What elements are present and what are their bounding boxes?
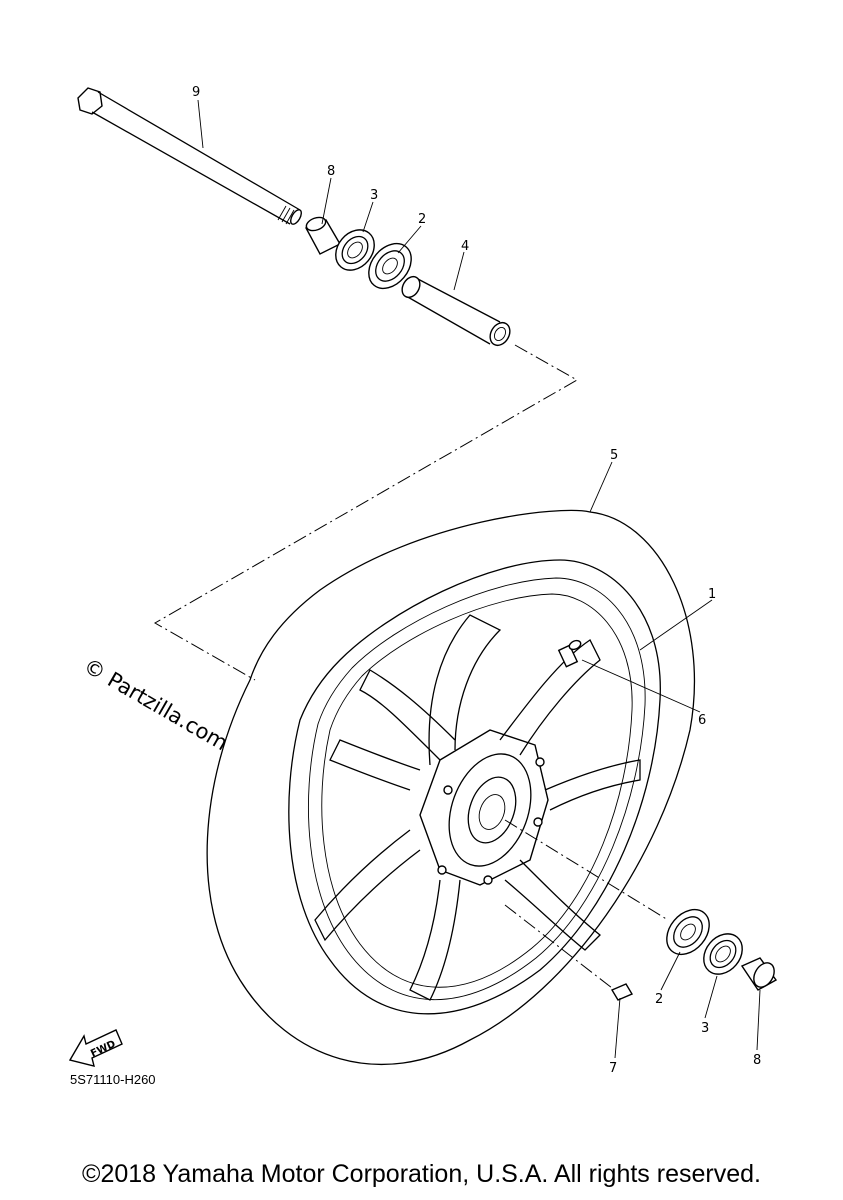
assembly-line-lower [504, 819, 669, 921]
bearing-lower-part [666, 908, 710, 956]
callout-2-upper: 2 [418, 212, 426, 227]
callout-5: 5 [610, 448, 618, 463]
collar-lower-part [740, 957, 778, 991]
leader-lines [197, 99, 761, 1059]
copyright-notice: ©2018 Yamaha Motor Corporation, U.S.A. A… [82, 1160, 761, 1188]
callout-3-lower: 3 [701, 1021, 709, 1036]
callout-9: 9 [192, 85, 200, 100]
callout-8-upper: 8 [327, 164, 335, 179]
assembly-line-weight [504, 904, 613, 989]
callout-7: 7 [609, 1061, 617, 1076]
callout-1: 1 [708, 587, 716, 602]
callout-2-lower: 2 [655, 992, 663, 1007]
bearing-upper-part [368, 242, 412, 290]
spacer-part [401, 275, 511, 347]
fwd-arrow-icon: FWD [68, 1029, 123, 1067]
valve-part [557, 639, 582, 668]
assembly-line [153, 344, 579, 681]
watermark-text: © Partzilla.com [80, 654, 232, 756]
diagram-code: 5S71110-H260 [70, 1072, 156, 1087]
oil-seal-lower-part [703, 933, 743, 975]
callout-4: 4 [461, 239, 469, 254]
wheel-part [206, 509, 696, 1066]
callout-6: 6 [698, 713, 706, 728]
oil-seal-upper-part [335, 229, 375, 271]
callout-8-lower: 8 [753, 1053, 761, 1068]
collar-upper-part [305, 216, 341, 255]
axle-part [77, 87, 302, 225]
balance-weight-part [610, 983, 634, 1001]
callout-3-upper: 3 [370, 188, 378, 203]
